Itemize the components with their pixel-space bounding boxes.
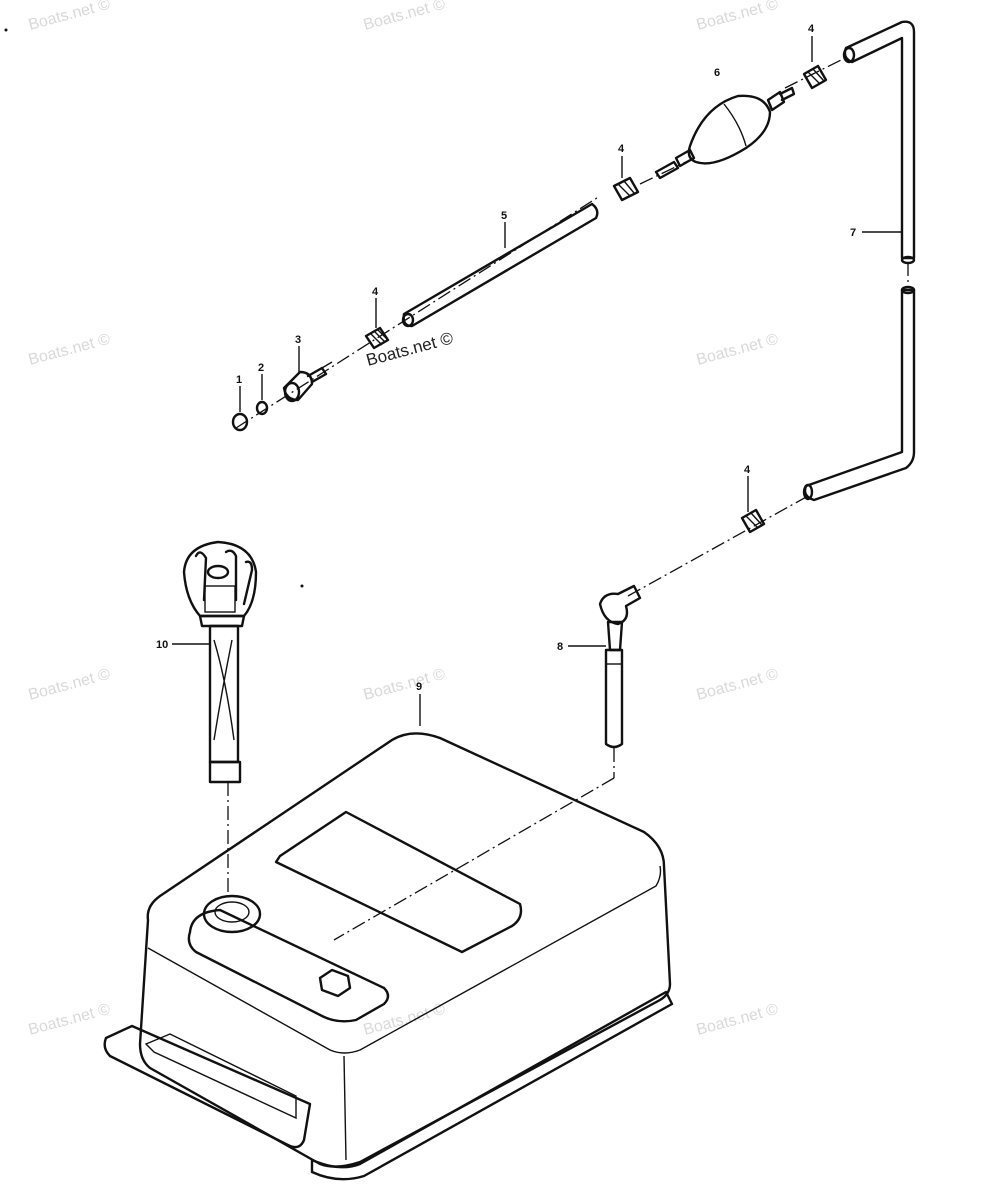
watermark: Boats.net © (695, 1001, 781, 1039)
callout-2: 2 (258, 362, 264, 374)
tank-base-rim-icon (310, 990, 674, 1181)
watermark: Boats.net © (695, 666, 781, 704)
watermark: Boats.net © (695, 0, 781, 34)
pickup-tube-part (598, 584, 642, 749)
connector-face-icon (283, 381, 301, 403)
callout-4: 4 (808, 23, 815, 35)
hose-icon (402, 202, 599, 328)
assembly-line-lower (627, 495, 809, 597)
fitting-icon (612, 176, 640, 202)
watermark: Boats.net © (362, 0, 448, 34)
tank-corner-edge-icon (343, 1055, 347, 1161)
watermark: Boats.net © (695, 331, 781, 369)
bent-hose-part (802, 20, 916, 502)
bulb-valve-icon (766, 90, 786, 112)
hose-end-icon (900, 255, 916, 265)
fuel-tank-part (103, 732, 674, 1181)
fitting-part (740, 508, 766, 534)
gauge-stem-icon (208, 624, 240, 764)
fitting-part (364, 326, 390, 350)
tank-outlet-nut-icon (318, 968, 352, 998)
assembly-line-pickup (333, 777, 615, 941)
fitting-icon (802, 64, 828, 90)
elbow-icon (598, 584, 642, 626)
bent-hose-upper-icon (843, 20, 916, 260)
fitting-thread-icon (807, 68, 825, 85)
fuel-gauge-part (182, 540, 258, 784)
gauge-ribs-icon (194, 549, 254, 606)
bulb-inlet-icon (654, 160, 680, 180)
watermark: Boats.net © (27, 1001, 113, 1039)
gauge-float-icon (208, 760, 242, 784)
callout-7: 7 (850, 227, 856, 239)
tank-top-edge-icon (147, 865, 662, 1054)
o-ring-part (231, 412, 249, 432)
callout-1: 1 (236, 374, 242, 386)
gauge-knob-icon (206, 564, 230, 580)
callout-3: 3 (295, 334, 301, 346)
callout-4: 4 (618, 143, 625, 155)
tank-fill-panel-icon (187, 908, 390, 1023)
washer-icon (255, 400, 269, 416)
primer-bulb-part (654, 86, 796, 180)
tank-label-plate-icon (274, 810, 523, 954)
bulb-seam-icon (723, 103, 747, 147)
watermark: Boats.net © (362, 1001, 448, 1039)
scan-speck (4, 28, 8, 32)
callouts: 1 2 3 4 4 4 4 5 6 7 8 9 10 (156, 23, 856, 693)
fitting-thread-icon (369, 328, 388, 346)
gauge-float-rod-icon (213, 639, 235, 741)
assembly-line-top (784, 57, 846, 89)
leader-lines (172, 36, 902, 726)
callout-8: 8 (557, 641, 563, 653)
washer-part (255, 400, 269, 416)
hose-end-icon (802, 483, 814, 501)
tank-handle-grip-icon (144, 1033, 297, 1120)
tank-body-icon (138, 732, 672, 1168)
callout-6: 6 (714, 67, 720, 79)
fitting-icon (740, 508, 766, 534)
connector-tip-icon (321, 361, 333, 369)
o-ring-icon (231, 412, 249, 432)
connector-nipple-icon (306, 366, 328, 384)
fitting-part (802, 64, 828, 90)
connector-part (282, 361, 333, 403)
tank-filler-neck-icon (202, 894, 262, 934)
bent-hose-lower-icon (803, 288, 916, 502)
callout-10: 10 (156, 639, 168, 651)
fitting-thread-icon (617, 180, 635, 197)
callout-4: 4 (744, 464, 751, 476)
watermark: Boats.net © (27, 666, 113, 704)
bulb-collar-icon (674, 148, 696, 168)
pickup-tube-icon (604, 648, 624, 749)
tank-filler-opening-icon (214, 901, 250, 923)
fitting-icon (364, 326, 390, 350)
watermark: Boats.net © (362, 666, 448, 704)
hose-end-icon (401, 312, 415, 328)
hose-end-icon (900, 285, 916, 295)
gauge-window-icon (204, 585, 236, 613)
gauge-collar-icon (198, 614, 246, 628)
callout-9: 9 (416, 681, 422, 693)
fitting-thread-icon (745, 512, 763, 529)
callout-5: 5 (501, 210, 507, 222)
callout-4: 4 (372, 286, 379, 298)
bulb-outlet-icon (778, 86, 796, 102)
assembly-line-bulb (639, 159, 691, 185)
hose-end-icon (842, 46, 856, 64)
watermark: Boats.net © (27, 0, 113, 34)
watermark-layer: Boats.net © Boats.net © Boats.net © Boat… (27, 0, 781, 1039)
hose-part (401, 202, 599, 328)
elbow-neck-icon (606, 620, 624, 652)
bulb-icon (687, 94, 772, 165)
tank-handle-icon (103, 1024, 312, 1149)
watermark: Boats.net © (27, 331, 113, 369)
fitting-part (612, 176, 640, 202)
gauge-head-icon (182, 540, 258, 618)
scan-speck (300, 584, 304, 588)
